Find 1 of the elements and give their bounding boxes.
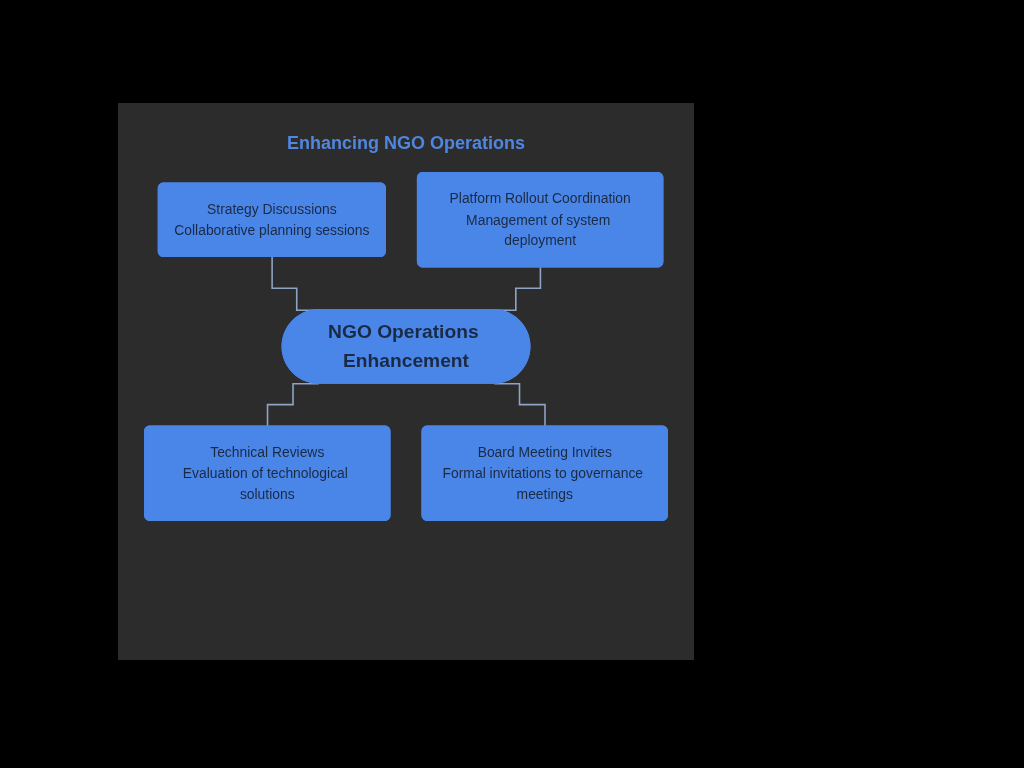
diagram-title: Enhancing NGO Operations — [286, 133, 526, 154]
